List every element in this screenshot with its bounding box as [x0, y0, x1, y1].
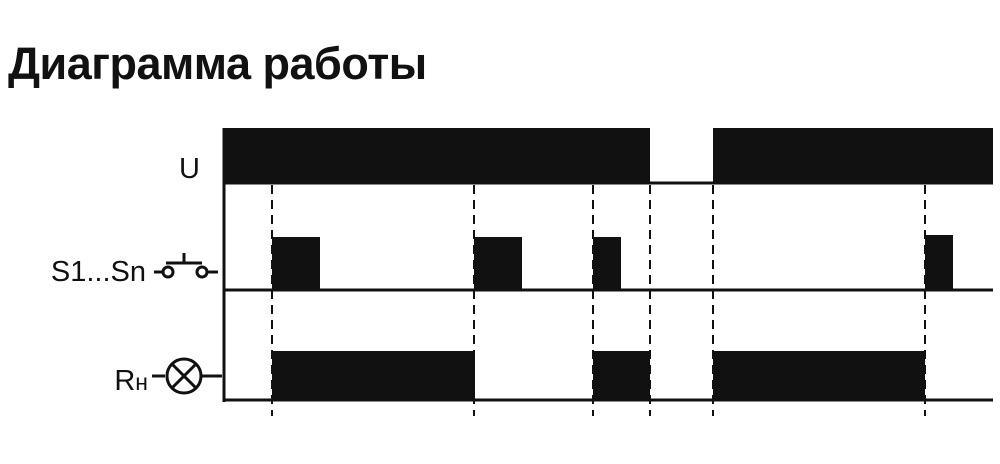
- push-button-icon: [154, 253, 218, 279]
- page-title: Диаграмма работы: [8, 38, 427, 89]
- load-label: Rн: [114, 365, 148, 397]
- load-label-sub: н: [135, 369, 148, 395]
- timing-markers: [271, 185, 926, 416]
- supply-pulse: [713, 128, 993, 183]
- control-pulse: [593, 237, 621, 290]
- control-pulse: [272, 237, 320, 290]
- control-label: S1...Sn: [51, 256, 146, 288]
- supply-pulse: [224, 128, 650, 183]
- load-pulse: [272, 351, 475, 400]
- load-pulse: [593, 351, 650, 400]
- supply-label: U: [179, 153, 200, 185]
- lamp-icon: [152, 357, 222, 395]
- load-pulse: [713, 351, 925, 400]
- control-pulse: [925, 235, 953, 290]
- load-label-main: R: [114, 365, 135, 397]
- control-pulse: [474, 237, 522, 290]
